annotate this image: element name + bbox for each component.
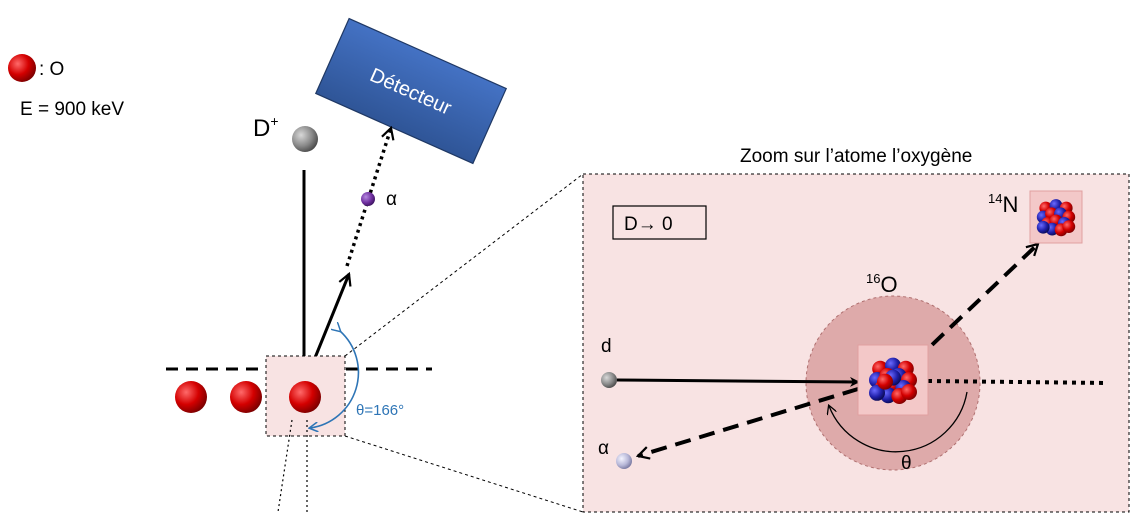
proton	[877, 373, 893, 390]
deuteron-label: D+	[253, 113, 279, 142]
alpha-zoom	[616, 453, 632, 469]
incident-deuteron-arrow	[616, 376, 860, 387]
nitrogen14-label: 14N	[988, 191, 1018, 217]
oxygen-atom-1	[175, 381, 207, 413]
zoom-title: Zoom sur l’atome l’oxygène	[740, 146, 972, 167]
oxygen-legend-label: : O	[39, 59, 64, 80]
deuteron-zoom-label: d	[601, 336, 612, 357]
proton	[1062, 220, 1076, 234]
zoom-connector-top	[344, 173, 584, 357]
angle-label: θ=166°	[356, 402, 404, 419]
oxygen-atom-target	[289, 381, 321, 413]
detector: Détecteur	[314, 17, 508, 165]
zoom-connector-bottom	[344, 435, 584, 513]
theta-label: θ	[901, 453, 912, 474]
oxygen-atom-2	[230, 381, 262, 413]
oxygen16-label: 16O	[866, 271, 898, 297]
nitrogen14-nucleus	[1029, 190, 1083, 244]
alpha-label-small: α	[386, 189, 397, 210]
beam-continuation-dotted	[927, 379, 1109, 385]
neutron	[869, 384, 885, 401]
d-to-zero-box	[612, 205, 707, 240]
normal-line-left	[277, 419, 293, 513]
angle-arc	[310, 331, 360, 428]
oxygen16-nucleus	[857, 344, 929, 416]
theta-arc	[829, 391, 968, 453]
proton	[901, 384, 917, 400]
alpha-outgoing-arrow	[638, 387, 859, 456]
oxygen-legend-icon	[8, 54, 36, 82]
neutron	[1036, 220, 1050, 234]
energy-label: E = 900 keV	[20, 99, 124, 120]
nitrogen-outgoing-arrow	[912, 244, 1038, 364]
deuteron-particle	[292, 126, 318, 152]
d-to-zero-label: D→ 0	[624, 214, 673, 235]
deuteron-zoom	[601, 372, 617, 388]
alpha-zoom-label: α	[598, 438, 609, 459]
alpha-particle-small	[361, 192, 375, 206]
